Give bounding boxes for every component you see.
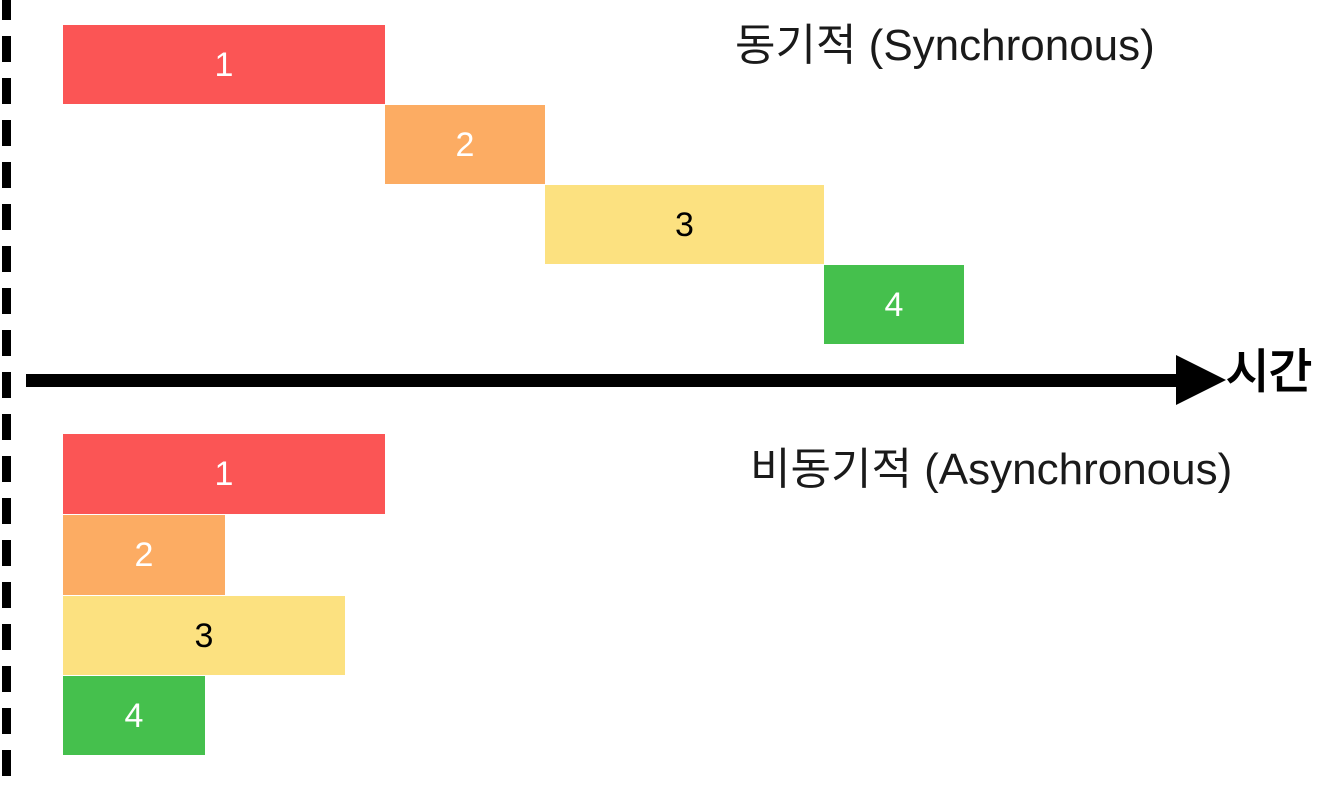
task-bar-label: 3 (194, 616, 214, 655)
right-arrow-icon (1176, 355, 1226, 405)
section-caption-asynchronous: 비동기적 (Asynchronous) (750, 445, 1233, 494)
task-bar-label: 4 (884, 285, 904, 324)
task-bar-asynchronous-1: 1 (63, 434, 385, 514)
task-bar-label: 2 (134, 536, 154, 574)
task-bar-label: 3 (675, 205, 694, 244)
time-axis-line (26, 374, 1206, 387)
vertical-dashed-line-icon (2, 0, 11, 790)
task-bar-asynchronous-3: 3 (63, 596, 345, 675)
task-bar-synchronous-2: 2 (385, 105, 545, 184)
task-bar-synchronous-4: 4 (824, 265, 964, 344)
task-bar-label: 1 (214, 455, 234, 493)
task-bar-label: 2 (455, 125, 475, 164)
task-bar-asynchronous-2: 2 (63, 515, 225, 595)
task-bar-synchronous-1: 1 (63, 25, 385, 104)
time-axis-label: 시간 (1226, 345, 1312, 398)
task-bar-label: 4 (124, 696, 144, 735)
task-bar-synchronous-3: 3 (545, 185, 824, 264)
task-bar-asynchronous-4: 4 (63, 676, 205, 755)
task-bar-label: 1 (214, 45, 234, 84)
section-caption-synchronous: 동기적 (Synchronous) (735, 21, 1155, 70)
